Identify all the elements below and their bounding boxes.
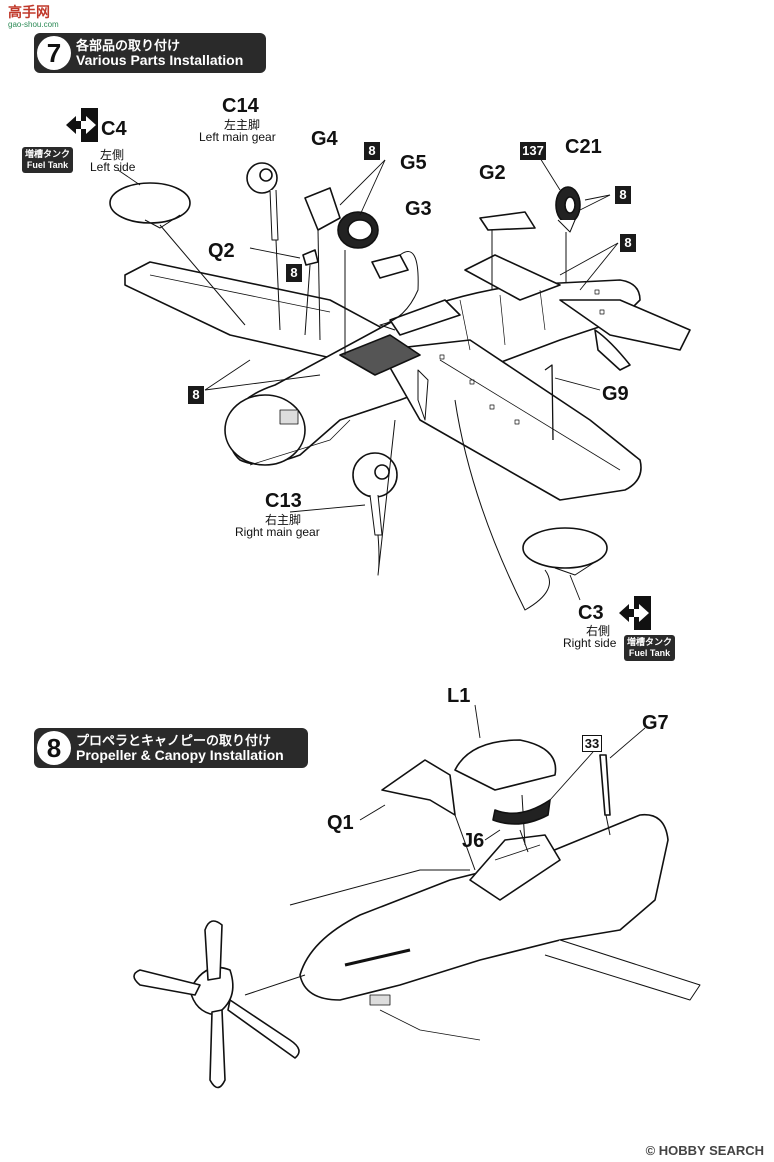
c14-en: Left main gear xyxy=(199,130,276,144)
step-7-title-jp: 各部品の取り付け xyxy=(76,38,181,53)
vertical-fin xyxy=(594,329,631,371)
watermark-url: gao-shou.com xyxy=(8,20,59,29)
color-code-8: 8 xyxy=(286,264,302,282)
step-7-title-en: Various Parts Installation xyxy=(76,52,244,68)
c4-side-jp: 左側 xyxy=(100,148,125,162)
fuel-tank-right xyxy=(522,527,608,569)
part-label-g3: G3 xyxy=(405,198,432,220)
part-label-g5: G5 xyxy=(400,152,427,174)
fuel-tank-tag-left: 増槽タンク Fuel Tank xyxy=(22,147,74,173)
part-g3 xyxy=(371,254,409,279)
tail-stabilizer xyxy=(559,299,691,351)
fuel-tank-tag-en: Fuel Tank xyxy=(26,160,69,170)
propeller-blade-top xyxy=(204,920,223,981)
part-label-g4: G4 xyxy=(311,128,338,150)
part-q1 xyxy=(381,759,456,816)
c13-jp: 右主脚 xyxy=(265,513,302,527)
step-8-title-jp: プロペラとキャノピーの取り付け xyxy=(76,733,272,748)
color-code-8: 8 xyxy=(615,186,631,204)
c3-side-en: Right side xyxy=(563,636,617,650)
fuel-tank-tag-jp: 増槽タンク xyxy=(25,149,71,159)
c3-side-jp: 右側 xyxy=(586,624,611,638)
part-label-c13: C13 xyxy=(265,490,302,512)
part-label-g2: G2 xyxy=(479,162,506,184)
watermark-text: 高手网 xyxy=(8,4,50,20)
footer-text: HOBBY SEARCH xyxy=(658,1143,764,1158)
c4-side-en: Left side xyxy=(90,160,136,174)
part-l1 xyxy=(454,739,557,791)
footer-brand: © HOBBY SEARCH xyxy=(646,1143,764,1158)
step-7-header: 7 各部品の取り付け Various Parts Installation xyxy=(34,33,266,73)
part-label-q2: Q2 xyxy=(208,240,235,262)
fuel-tank-tag-en: Fuel Tank xyxy=(628,648,671,658)
part-g9 xyxy=(544,364,554,441)
color-code-8: 8 xyxy=(620,234,636,252)
step-8-title-en: Propeller & Canopy Installation xyxy=(76,747,284,763)
propeller-blade-right xyxy=(227,999,300,1059)
cockpit-side xyxy=(469,834,561,901)
part-label-l1: L1 xyxy=(447,685,471,707)
part-label-j6: J6 xyxy=(462,830,485,852)
fuel-tank-tag-jp: 増槽タンク xyxy=(627,637,673,647)
cockpit-opening xyxy=(339,334,421,376)
fuel-tank-arrow-icon-left xyxy=(64,108,98,142)
part-label-g9: G9 xyxy=(602,383,629,405)
part-j6 xyxy=(492,799,551,825)
fuel-tank-tag-right: 増槽タンク Fuel Tank xyxy=(624,635,676,661)
part-g7 xyxy=(599,754,611,816)
part-g4 xyxy=(304,187,341,231)
part-q2 xyxy=(302,249,319,266)
right-wing xyxy=(379,339,642,501)
copyright-mark: © xyxy=(645,1143,656,1158)
part-label-g7: G7 xyxy=(642,712,669,734)
c13-en: Right main gear xyxy=(235,525,320,539)
color-code-8: 8 xyxy=(188,386,204,404)
step-8-header: 8 プロペラとキャノピーの取り付け Propeller & Canopy Ins… xyxy=(34,728,308,768)
watermark: 高手网 xyxy=(8,2,50,22)
color-code-33: 33 xyxy=(582,735,602,752)
c14-jp: 左主脚 xyxy=(224,118,261,132)
step-7-number: 7 xyxy=(37,36,71,70)
fuel-tank-arrow-icon-right xyxy=(617,596,651,630)
part-label-c4: C4 xyxy=(101,118,127,140)
color-code-137: 137 xyxy=(520,142,546,160)
fuel-tank-left xyxy=(109,182,191,224)
part-g2 xyxy=(479,211,536,231)
part-label-q1: Q1 xyxy=(327,812,354,834)
color-code-8: 8 xyxy=(364,142,380,160)
part-label-c14: C14 xyxy=(222,95,259,117)
propeller-blade-bottom xyxy=(209,1009,226,1089)
step-8-number: 8 xyxy=(37,731,71,765)
part-label-c3: C3 xyxy=(578,602,604,624)
propeller-blade-left xyxy=(133,969,201,996)
part-label-c21: C21 xyxy=(565,136,602,158)
